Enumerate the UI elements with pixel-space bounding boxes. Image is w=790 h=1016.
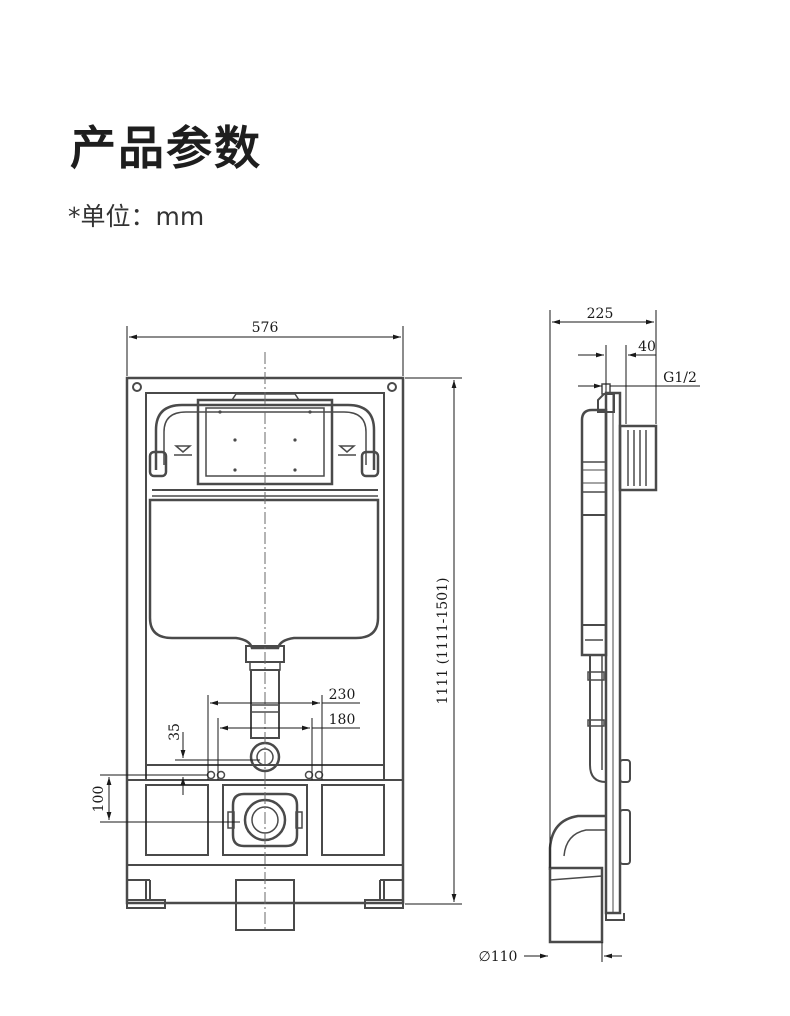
mount-hole-right — [387, 382, 397, 392]
dim-40-label: 40 — [638, 339, 656, 355]
lower-panel-left — [145, 784, 209, 856]
dim-g12-label: G1/2 — [663, 370, 697, 386]
dim-100-label: 100 — [91, 786, 107, 813]
cistern-body — [148, 498, 380, 650]
unit-note: *单位：mm — [68, 202, 205, 231]
lower-panel-right — [321, 784, 385, 856]
dim-230-label: 230 — [329, 687, 356, 703]
foot-right — [364, 880, 404, 909]
page-title: 产品参数 — [70, 121, 262, 175]
side-inlet-flange — [618, 424, 658, 492]
cistern-upper — [154, 403, 376, 470]
dim-225-label: 225 — [587, 306, 614, 322]
side-clip-left — [148, 450, 168, 478]
side-flush-pipe — [589, 655, 607, 783]
side-cistern — [580, 408, 608, 657]
side-clip-right — [360, 450, 380, 478]
dim-180-label: 180 — [329, 712, 356, 728]
dim-35-label: 35 — [167, 723, 183, 741]
side-elbow — [548, 814, 606, 870]
drain-connector — [231, 792, 299, 848]
dim-110-label: ∅110 — [479, 949, 518, 965]
side-drain-pipe — [548, 866, 604, 944]
front-dimensions — [100, 326, 462, 905]
dim-1111-label: 1111 (1111-1501) — [435, 578, 451, 705]
side-dimensions — [524, 310, 700, 962]
dim-576-label: 576 — [252, 320, 279, 336]
foot-left — [126, 880, 166, 909]
side-view — [548, 383, 658, 944]
mount-hole-left — [132, 382, 142, 392]
